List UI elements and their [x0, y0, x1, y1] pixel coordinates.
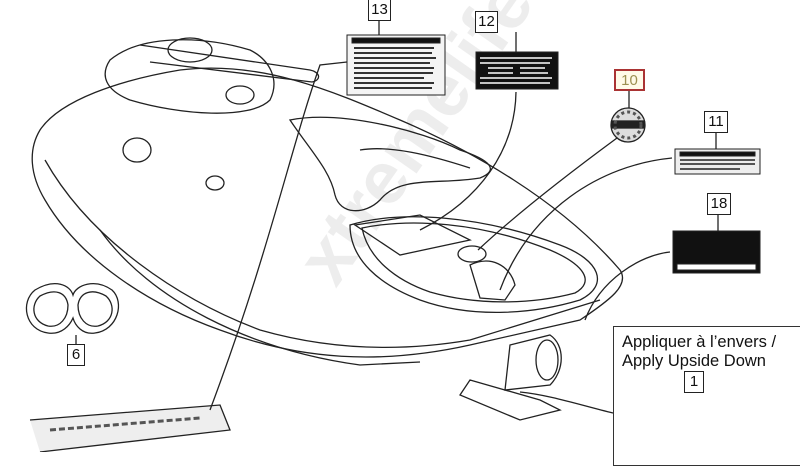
decal-bottom [29, 404, 231, 452]
callout-18[interactable]: 18 [707, 193, 731, 215]
callout-6[interactable]: 6 [67, 344, 85, 366]
handlebar [139, 44, 320, 83]
decal-6-shape [25, 283, 120, 334]
hull-rail [44, 159, 601, 349]
hull-outline [31, 67, 624, 358]
label-13 [346, 34, 446, 96]
deck-panel [353, 214, 472, 256]
console [104, 39, 275, 114]
hull-bottom [99, 229, 421, 366]
upside-down-note-text: Appliquer à l’envers / Apply Upside Down [622, 333, 776, 371]
jet-nozzle [504, 334, 562, 391]
decal-6-inner [33, 291, 113, 327]
callout-11[interactable]: 11 [704, 111, 728, 133]
rear-deck [349, 216, 598, 314]
step [469, 260, 516, 301]
decal-10-medallion [610, 107, 646, 143]
seat [288, 116, 492, 212]
callout-12[interactable]: 12 [475, 11, 498, 33]
deck-oval [457, 245, 487, 263]
label-12 [475, 51, 559, 90]
callout-10-selected[interactable]: 10 [614, 69, 645, 91]
upside-down-note-box: Appliquer à l’envers / Apply Upside Down [613, 326, 800, 466]
jet-ski-diagram [25, 21, 761, 452]
ride-plate [459, 379, 562, 421]
callout-13[interactable]: 13 [368, 0, 391, 21]
storage-cap [122, 137, 152, 163]
label-18 [672, 230, 761, 274]
callout-1[interactable]: 1 [684, 371, 704, 393]
nozzle-end [535, 339, 559, 381]
fuel-cap [205, 175, 225, 191]
rear-deck-inner [361, 222, 586, 303]
note-line-1: Appliquer à l’envers / [622, 333, 777, 351]
gauge [167, 37, 213, 63]
seat-stripe [359, 148, 471, 169]
gauge [225, 85, 255, 105]
label-11 [674, 148, 761, 175]
note-line-2: Apply Upside Down [622, 352, 766, 370]
